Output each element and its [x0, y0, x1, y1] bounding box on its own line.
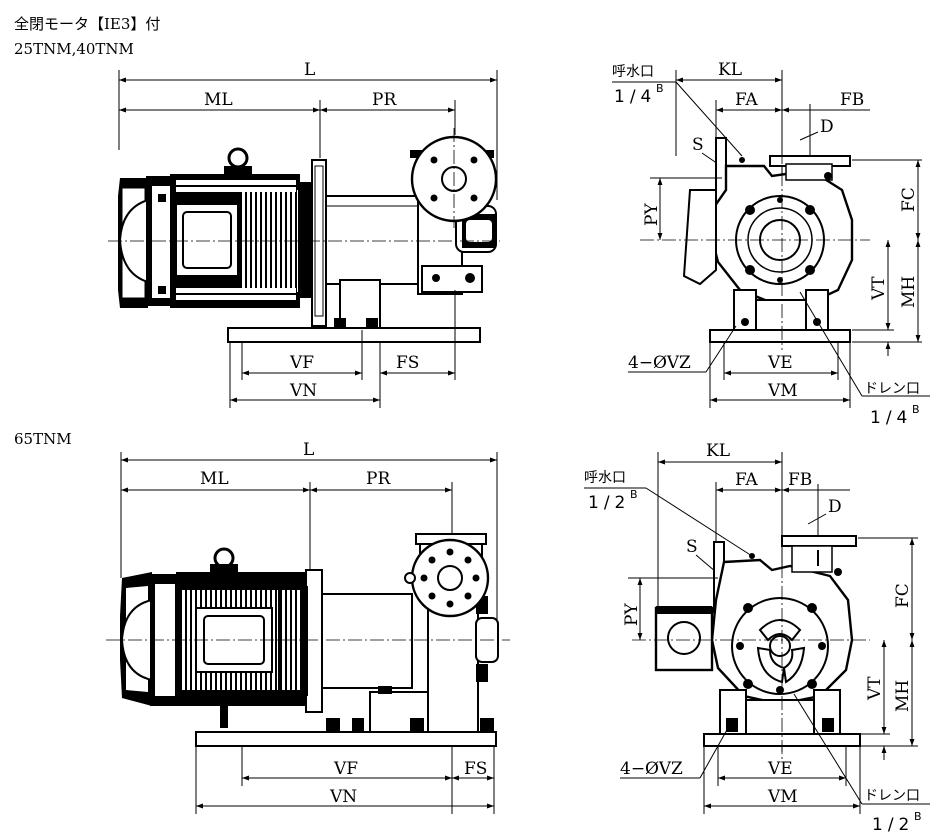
- vent-label-top: 呼水口: [612, 64, 654, 80]
- dim-VF-bottom: VF: [333, 759, 358, 779]
- drawing-title: 全閉モータ【IE3】付: [14, 15, 161, 33]
- dim-FC-top: FC: [899, 187, 919, 212]
- vent-label-bottom: 呼水口: [584, 470, 626, 486]
- side-view-top: L ML PR: [108, 60, 500, 408]
- dim-VE-bottom: VE: [767, 759, 793, 779]
- dim-PR-bottom: PR: [366, 469, 391, 489]
- dim-VF-top: VF: [289, 353, 314, 373]
- dim-FS-top: FS: [396, 353, 419, 373]
- drain-size-sup-top: B: [912, 403, 920, 416]
- dim-PY-bottom: PY: [622, 603, 642, 626]
- dim-VE-top: VE: [767, 353, 793, 373]
- dim-KL-bottom: KL: [706, 441, 730, 461]
- dim-D-bottom: D: [828, 497, 842, 517]
- dim-VZ-bottom: 4−ØVZ: [620, 759, 683, 779]
- dim-L-bottom: L: [303, 440, 314, 460]
- dim-FB-top: FB: [840, 90, 864, 110]
- vent-size-sup-top: B: [656, 82, 664, 95]
- drain-label-bottom: ドレン口: [864, 788, 920, 804]
- dim-L-top: L: [304, 60, 315, 80]
- dim-ML-top: ML: [204, 90, 233, 110]
- drain-size-sup-bottom: B: [914, 810, 922, 823]
- dim-PY-top: PY: [642, 203, 662, 226]
- dim-ML-bottom: ML: [200, 469, 229, 489]
- front-view-top: KL FA FB D 呼水口 1/4 B S: [612, 60, 930, 428]
- front-view-bottom: KL FA FB D 呼水口 1/2 B S: [584, 441, 930, 835]
- dim-VT-top: VT: [869, 276, 889, 301]
- dim-FA-bottom: FA: [735, 470, 758, 490]
- dim-FA-top: FA: [735, 90, 758, 110]
- side-view-bottom: L ML PR: [106, 440, 510, 814]
- model-label-top: 25TNM,40TNM: [14, 40, 134, 58]
- dim-VN-bottom: VN: [329, 787, 357, 807]
- drain-size-top: 1/4: [870, 408, 912, 428]
- dim-KL-top: KL: [718, 60, 742, 80]
- dim-MH-top: MH: [899, 276, 919, 308]
- dim-D-top: D: [820, 117, 834, 137]
- dim-S-bottom: S: [686, 537, 698, 557]
- vent-size-top: 1/4: [614, 87, 656, 107]
- drain-label-top: ドレン口: [864, 381, 920, 397]
- dim-VN-top: VN: [289, 381, 317, 401]
- dim-VZ-top: 4−ØVZ: [628, 353, 691, 373]
- drain-size-bottom: 1/2: [872, 815, 914, 835]
- dim-S-top: S: [692, 135, 704, 155]
- dim-FS-bottom: FS: [464, 759, 487, 779]
- dim-VM-top: VM: [767, 381, 798, 401]
- vent-size-bottom: 1/2: [588, 493, 630, 513]
- dim-PR-top: PR: [372, 90, 397, 110]
- dim-VT-bottom: VT: [865, 676, 885, 701]
- dim-VM-bottom: VM: [767, 787, 798, 807]
- dim-MH-bottom: MH: [893, 680, 913, 712]
- model-label-bottom: 65TNM: [14, 430, 72, 448]
- vent-size-sup-bottom: B: [630, 488, 638, 501]
- dim-FB-bottom: FB: [788, 470, 812, 490]
- dim-FC-bottom: FC: [893, 583, 913, 608]
